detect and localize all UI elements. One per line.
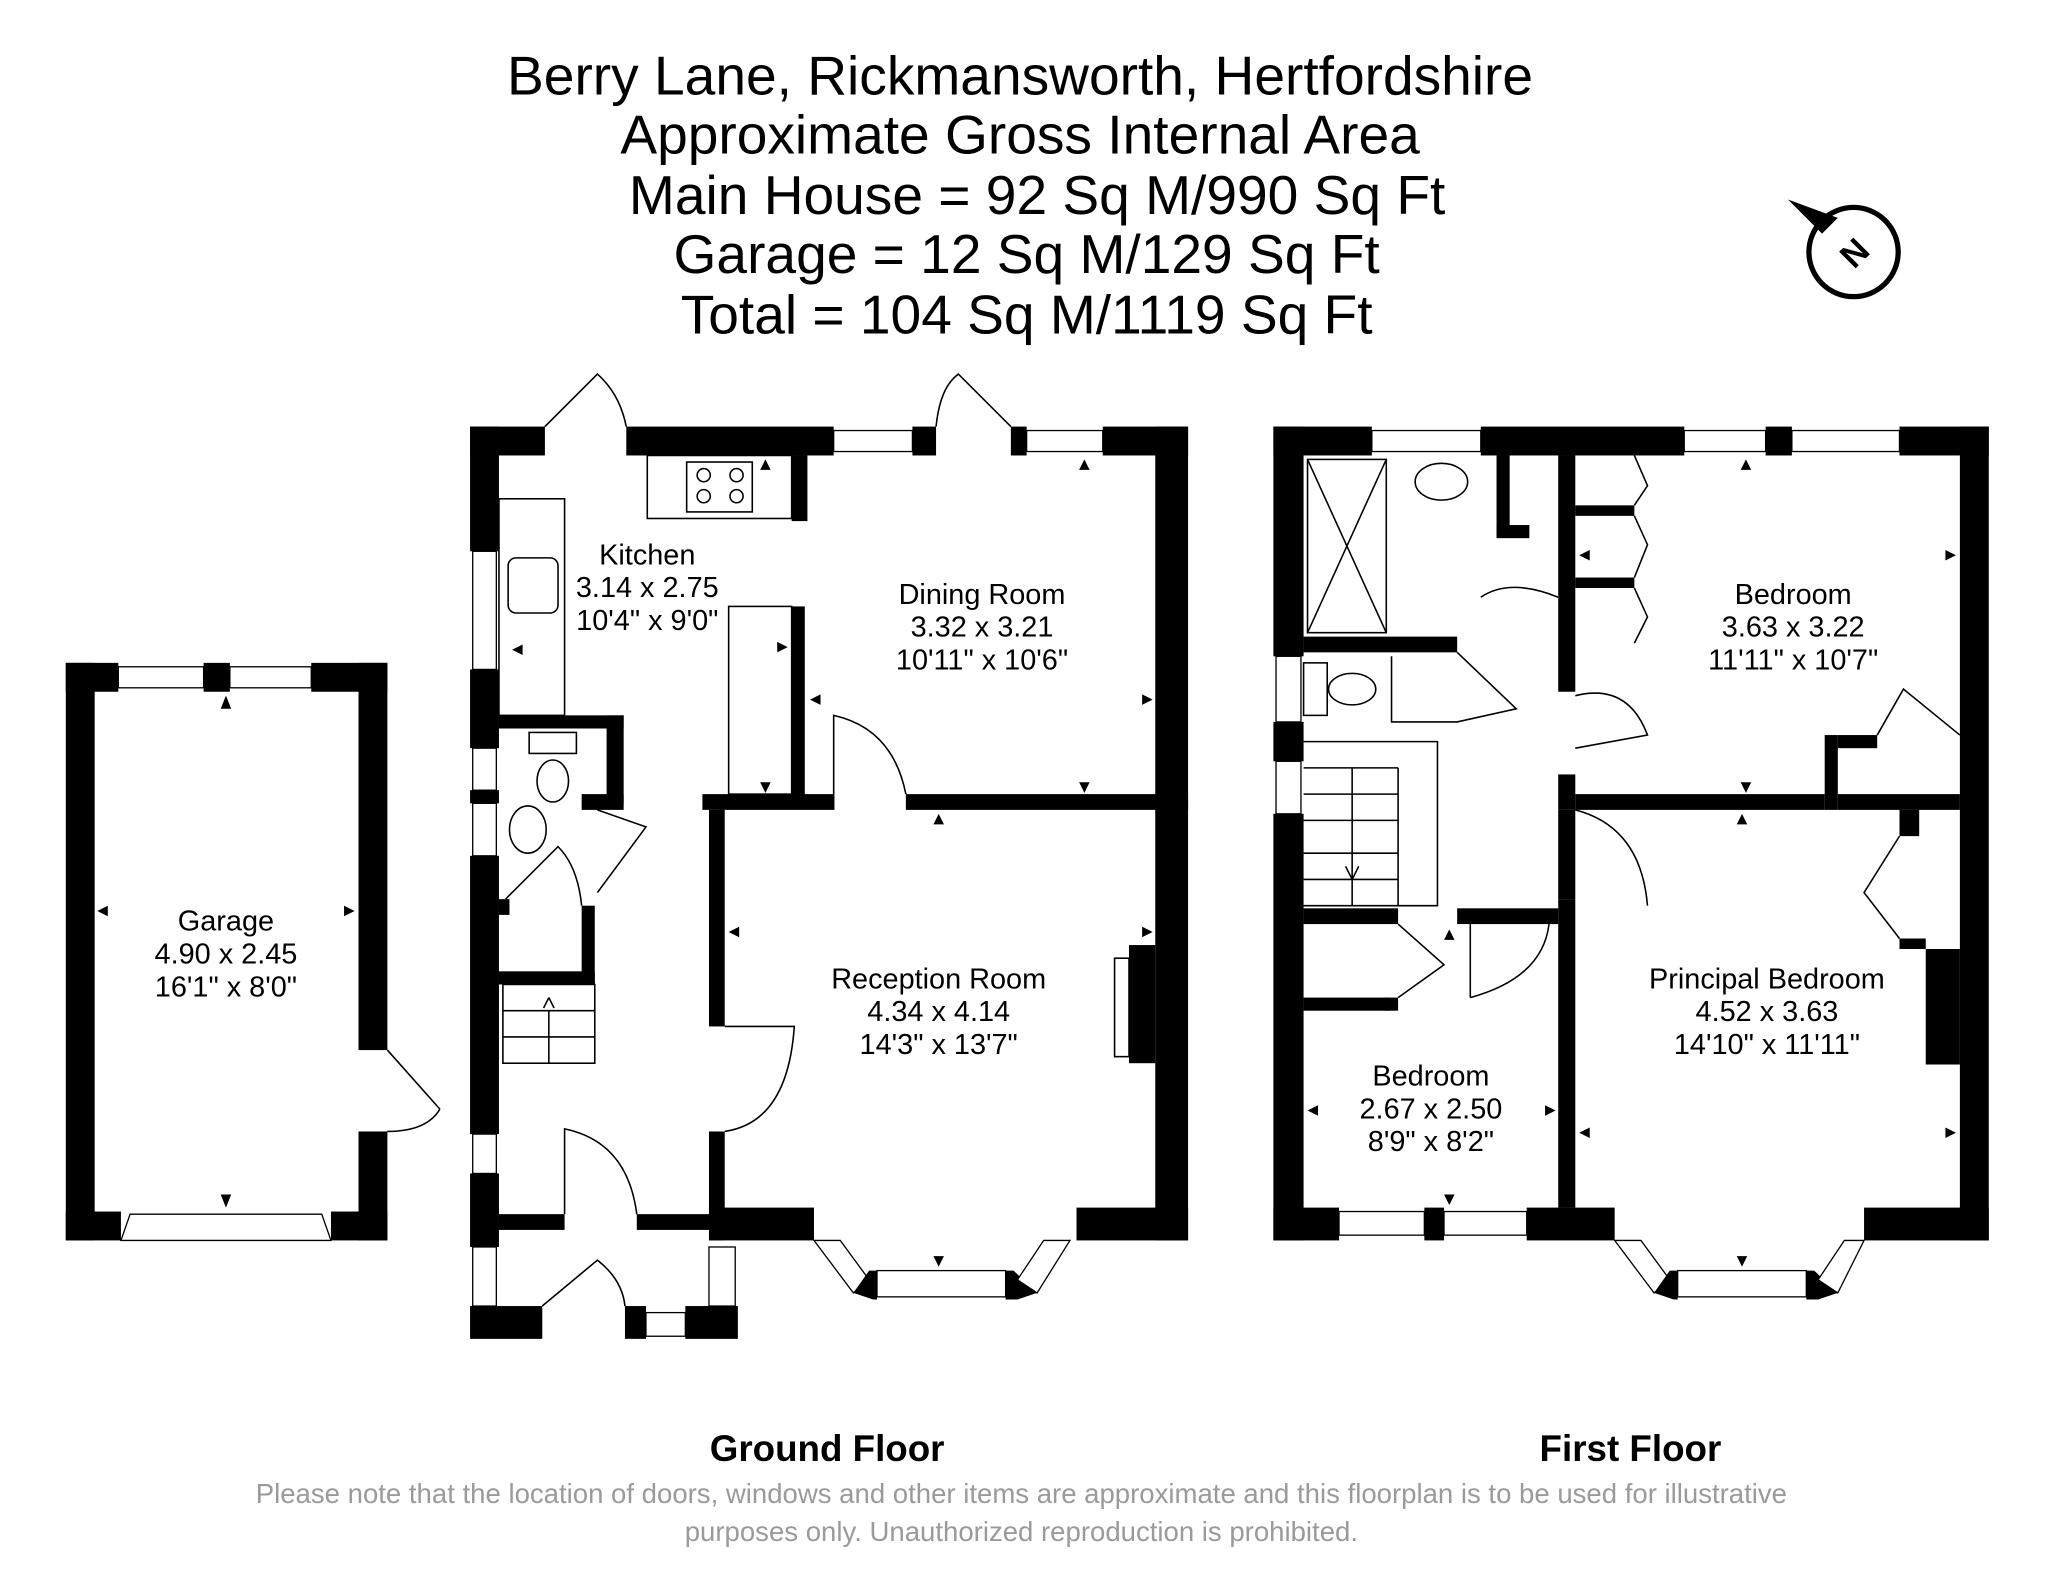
room-name: Kitchen xyxy=(599,539,695,571)
room-size-metric: 3.14 x 2.75 xyxy=(576,572,719,604)
room-size-metric: 4.34 x 4.14 xyxy=(867,996,1010,1028)
room-size-imperial: 10'4" x 9'0" xyxy=(576,605,718,637)
room-label-garage: Garage 4.90 x 2.45 16'1" x 8'0" xyxy=(155,906,298,1004)
title-address: Berry Lane, Rickmansworth, Hertfordshire xyxy=(507,45,1533,107)
room-size-imperial: 11'11" x 10'7" xyxy=(1708,644,1878,676)
room-size-metric: 2.67 x 2.50 xyxy=(1360,1093,1503,1125)
title-garage: Garage = 12 Sq M/129 Sq Ft xyxy=(674,223,1380,285)
room-label-principal-bedroom: Principal Bedroom 4.52 x 3.63 14'10" x 1… xyxy=(1649,963,1885,1061)
room-label-bedroom-rear: Bedroom 3.63 x 3.22 11'11" x 10'7" xyxy=(1708,579,1878,677)
compass-icon: N xyxy=(1787,199,1901,300)
first-floor-label: First Floor xyxy=(1540,1428,1722,1469)
room-label-kitchen: Kitchen 3.14 x 2.75 10'4" x 9'0" xyxy=(576,539,719,637)
room-name: Principal Bedroom xyxy=(1649,963,1885,995)
room-label-reception-room: Reception Room 4.34 x 4.14 14'3" x 13'7" xyxy=(831,963,1046,1061)
room-size-metric: 3.63 x 3.22 xyxy=(1722,612,1865,644)
room-size-metric: 4.90 x 2.45 xyxy=(155,938,298,970)
room-name: Reception Room xyxy=(831,963,1046,995)
title-block: Berry Lane, Rickmansworth, Hertfordshire… xyxy=(507,45,1533,346)
room-name: Bedroom xyxy=(1735,579,1852,611)
disclaimer-line-2: purposes only. Unauthorized reproduction… xyxy=(685,1516,1358,1547)
compass-north-label: N xyxy=(1833,231,1877,275)
disclaimer-line-1: Please note that the location of doors, … xyxy=(256,1478,1787,1509)
title-area-heading: Approximate Gross Internal Area xyxy=(620,104,1420,166)
room-label-bedroom-front: Bedroom 2.67 x 2.50 8'9" x 8'2" xyxy=(1360,1061,1503,1159)
room-size-imperial: 10'11" x 10'6" xyxy=(896,644,1068,676)
room-size-imperial: 14'10" x 11'11" xyxy=(1674,1029,1860,1061)
first-floor-plan xyxy=(1273,426,1989,1300)
ground-floor-plan xyxy=(470,373,1189,1339)
room-size-metric: 4.52 x 3.63 xyxy=(1696,996,1839,1028)
room-name: Dining Room xyxy=(899,579,1066,611)
title-main-house: Main House = 92 Sq M/990 Sq Ft xyxy=(629,164,1445,226)
garage-plan xyxy=(65,662,441,1242)
room-label-dining-room: Dining Room 3.32 x 3.21 10'11" x 10'6" xyxy=(896,579,1068,677)
ground-floor-label: Ground Floor xyxy=(710,1428,945,1469)
room-size-imperial: 14'3" x 13'7" xyxy=(860,1029,1018,1061)
room-size-imperial: 16'1" x 8'0" xyxy=(155,971,297,1003)
room-size-imperial: 8'9" x 8'2" xyxy=(1368,1126,1494,1158)
room-name: Bedroom xyxy=(1372,1061,1489,1093)
title-total: Total = 104 Sq M/1119 Sq Ft xyxy=(681,283,1373,345)
room-size-metric: 3.32 x 3.21 xyxy=(911,612,1054,644)
room-name: Garage xyxy=(178,906,274,938)
